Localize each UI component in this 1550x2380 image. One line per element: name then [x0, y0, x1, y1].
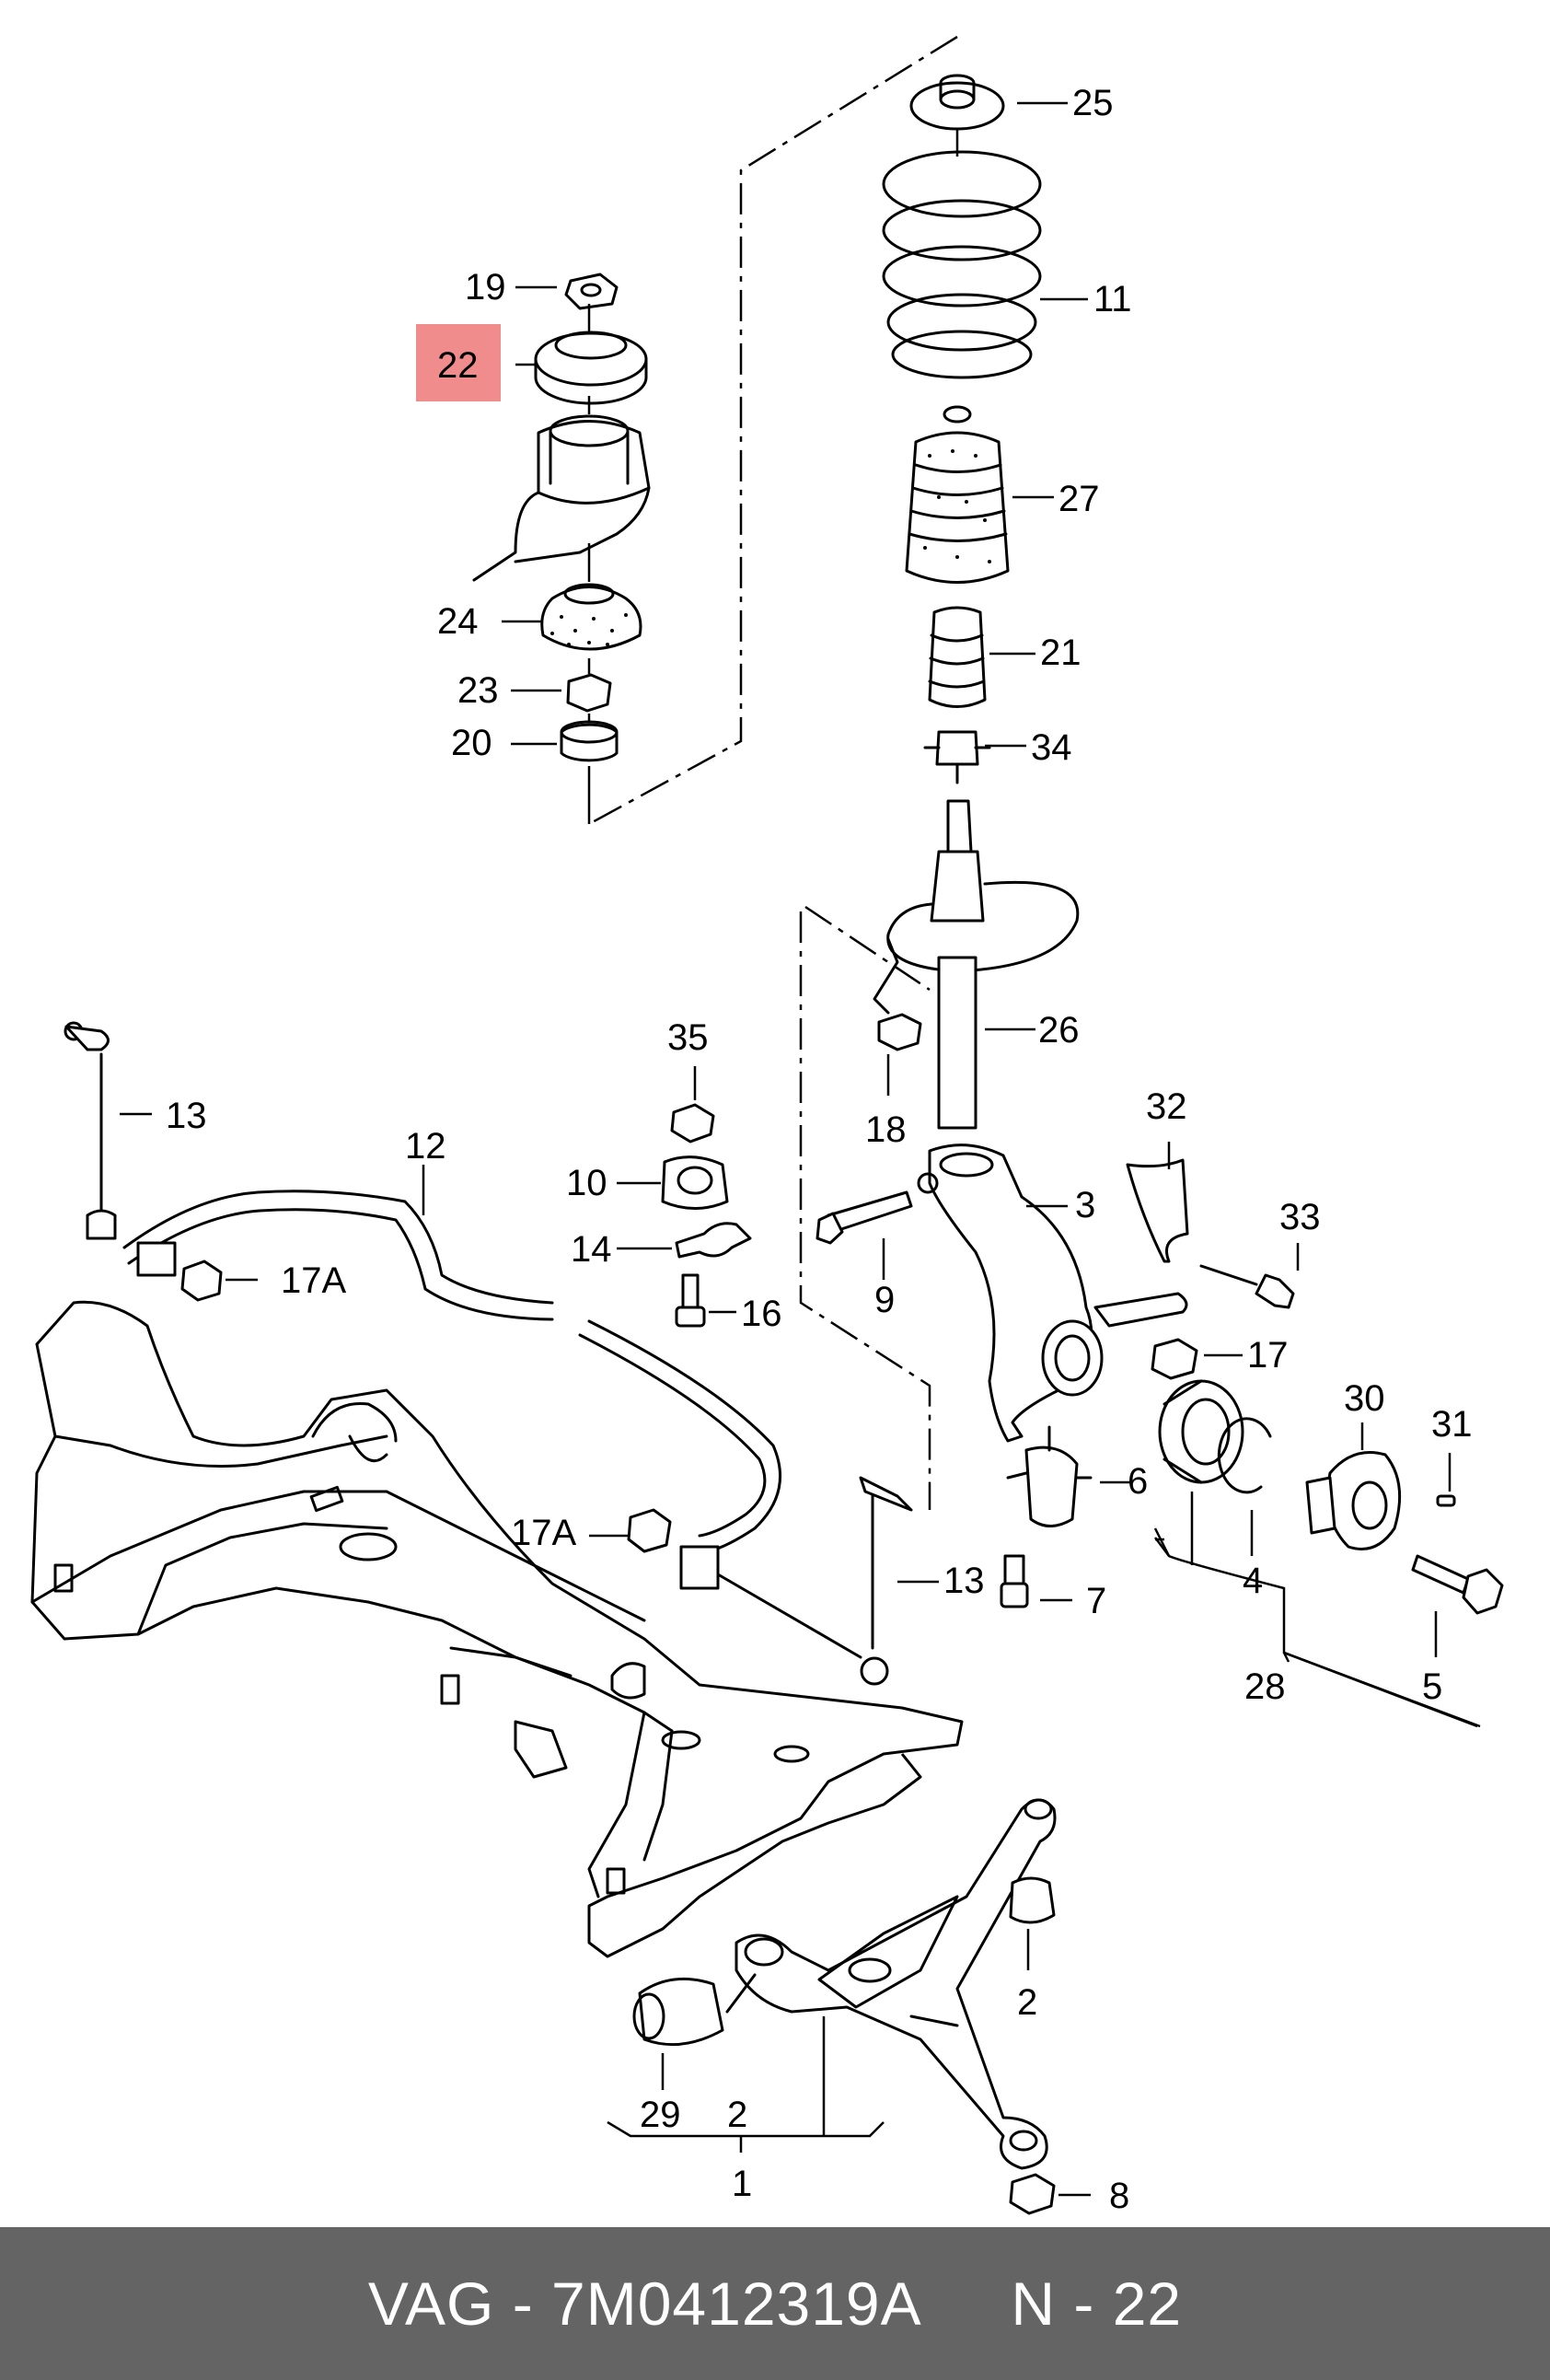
callout-3: 3 — [1075, 1185, 1095, 1225]
callout-32: 32 — [1146, 1086, 1187, 1127]
callout-12: 12 — [405, 1126, 446, 1167]
part-info-footer: VAG - 7M0412319A N - 22 — [0, 2227, 1550, 2380]
callout-27: 27 — [1058, 479, 1100, 519]
callout-28: 28 — [1244, 1666, 1286, 1707]
separator: - — [494, 2270, 552, 2338]
callout-11: 11 — [1093, 279, 1132, 319]
callout-22: 22 — [437, 345, 479, 386]
callout-30: 30 — [1344, 1378, 1385, 1419]
strut-assembly — [873, 74, 1080, 1130]
callout-4: 4 — [1243, 1561, 1263, 1601]
callout-25: 25 — [1072, 83, 1114, 123]
part-number: 7M0412319A — [551, 2270, 922, 2338]
callout-2-right: 2 — [1017, 1982, 1037, 2023]
callout-numbers: 19 22 24 23 20 25 11 27 21 34 26 18 3 9 … — [166, 83, 1473, 2216]
top-mount-assembly — [472, 273, 651, 824]
callout-18: 18 — [865, 1109, 907, 1150]
callout-9: 9 — [874, 1280, 895, 1320]
subframe — [30, 1300, 964, 1958]
callout-33: 33 — [1279, 1197, 1321, 1237]
brand-label: VAG — [367, 2270, 495, 2338]
callout-8: 8 — [1109, 2176, 1129, 2216]
spacer — [922, 2269, 1012, 2339]
callout-1: 1 — [732, 2164, 752, 2204]
callout-17: 17 — [1247, 1335, 1289, 1376]
callout-17A-left: 17A — [281, 1260, 346, 1301]
callout-31: 31 — [1431, 1404, 1473, 1445]
knuckle-assembly — [815, 1144, 1188, 1608]
callout-14: 14 — [571, 1229, 612, 1270]
callout-13-right: 13 — [943, 1561, 985, 1601]
callout-7: 7 — [1086, 1581, 1106, 1621]
callout-19: 19 — [465, 267, 506, 308]
exploded-parts-diagram: 19 22 24 23 20 25 11 27 21 34 26 18 3 9 … — [30, 35, 1504, 2216]
page-number: 22 — [1112, 2270, 1183, 2338]
leader-lines — [120, 101, 1478, 2197]
callout-24: 24 — [437, 601, 479, 642]
callout-2-left: 2 — [727, 2095, 747, 2135]
callout-29: 29 — [640, 2095, 681, 2135]
callout-13-left: 13 — [166, 1096, 207, 1136]
callout-23: 23 — [457, 670, 499, 711]
callout-35: 35 — [667, 1017, 709, 1058]
control-arm — [632, 1798, 1057, 2215]
separator: - — [1056, 2270, 1113, 2338]
callout-26: 26 — [1038, 1010, 1080, 1051]
page-prefix: N — [1011, 2270, 1057, 2338]
highlight-box-22 — [416, 324, 501, 401]
callout-34: 34 — [1031, 727, 1072, 768]
callout-16: 16 — [741, 1294, 782, 1334]
callout-20: 20 — [451, 723, 492, 763]
stabilizer-assembly — [64, 1021, 913, 1686]
callout-21: 21 — [1040, 633, 1082, 673]
callout-6: 6 — [1128, 1461, 1148, 1502]
group-dashed-lines — [588, 35, 958, 1510]
callout-17A-right: 17A — [511, 1513, 576, 1553]
callout-10: 10 — [566, 1163, 607, 1203]
callout-5: 5 — [1422, 1666, 1442, 1707]
hub-assembly — [1126, 1158, 1504, 1728]
